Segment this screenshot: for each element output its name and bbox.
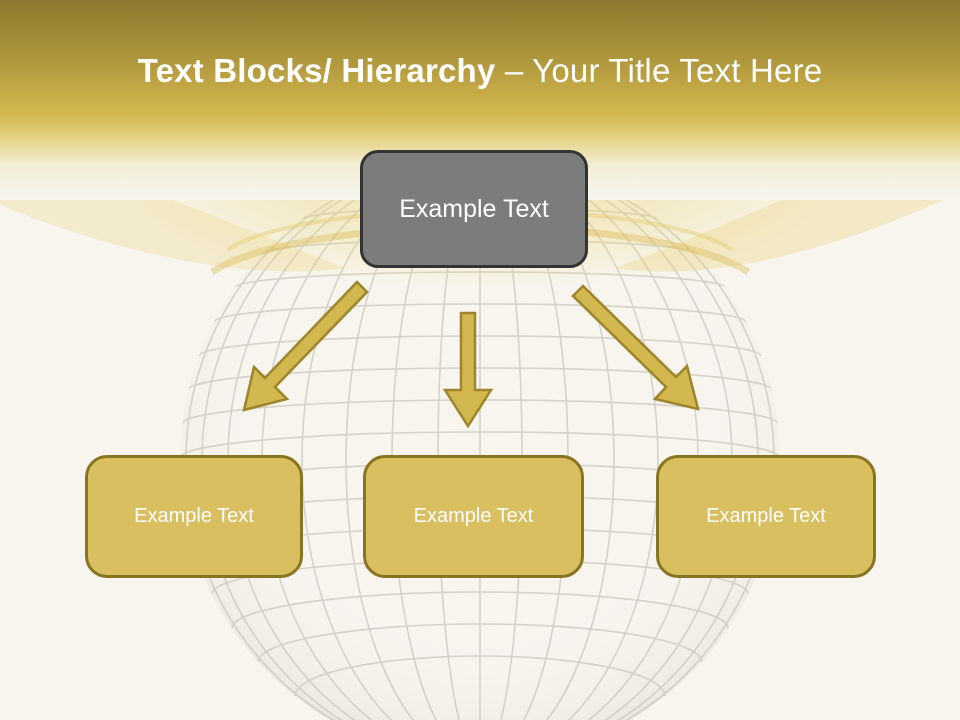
child-node-middle-label: Example Text xyxy=(413,505,534,527)
arrow-down-left-icon xyxy=(242,280,369,412)
child-node-middle[interactable]: Example Text xyxy=(363,455,584,578)
arrow-down-right-icon xyxy=(571,284,700,411)
child-node-right[interactable]: Example Text xyxy=(656,455,876,578)
arrow-down-icon xyxy=(442,311,494,429)
child-node-right-label: Example Text xyxy=(706,505,826,527)
root-node-label: Example Text xyxy=(399,194,549,223)
root-node[interactable]: Example Text xyxy=(360,150,588,268)
child-node-left[interactable]: Example Text xyxy=(85,455,303,578)
child-node-left-label: Example Text xyxy=(134,505,254,527)
slide-title-bold: Text Blocks/ Hierarchy xyxy=(137,52,496,89)
slide-title-regular: – Your Title Text Here xyxy=(504,52,823,89)
slide-title: Text Blocks/ Hierarchy – Your Title Text… xyxy=(0,52,960,90)
